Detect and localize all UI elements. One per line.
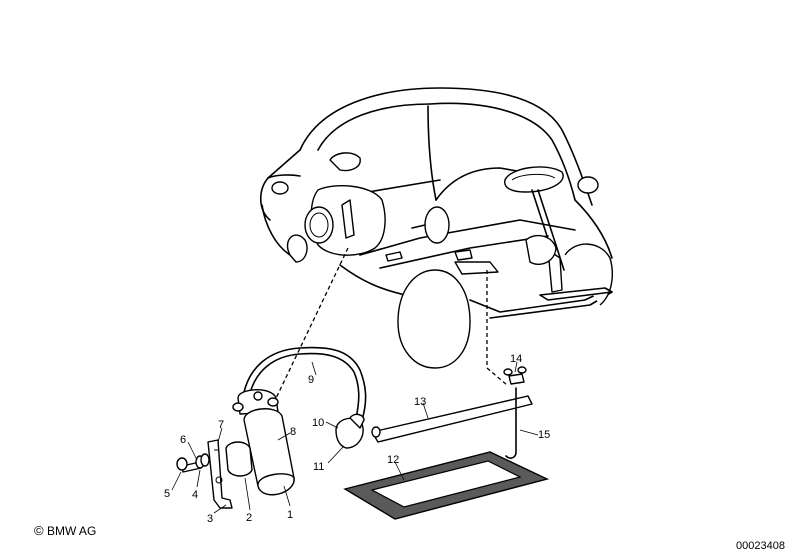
callout-11: 11 (313, 461, 324, 473)
callout-9: 9 (308, 374, 314, 386)
callout-15: 15 (538, 429, 550, 441)
callout-4: 4 (192, 489, 198, 501)
coil-bracket (207, 439, 253, 509)
cover-strip-assembly (371, 366, 533, 459)
ignition-coil (232, 389, 295, 496)
leader-lines (171, 361, 539, 514)
drawing-number: 00023408 (736, 540, 785, 552)
callout-7: 7 (218, 419, 224, 431)
callout-5: 5 (164, 488, 170, 500)
callout-14: 14 (510, 353, 522, 365)
copyright-text: BMW AG (46, 524, 97, 538)
callout-1: 1 (287, 509, 293, 521)
fastener-set (176, 453, 210, 473)
callout-labels: 1 2 3 4 5 6 7 8 9 10 11 12 13 14 15 (164, 353, 550, 525)
callout-3: 3 (207, 513, 213, 525)
callout-6: 6 (180, 434, 186, 446)
callout-12: 12 (387, 454, 399, 466)
callout-10: 10 (312, 417, 324, 429)
callout-8: 8 (290, 426, 296, 438)
callout-13: 13 (414, 396, 426, 408)
rubber-seal (343, 451, 550, 520)
routing-lines (267, 247, 508, 416)
spark-plug-cap (335, 413, 365, 449)
copyright-notice: © BMW AG (34, 523, 96, 538)
callout-2: 2 (246, 512, 252, 524)
vehicle-illustration (259, 87, 613, 369)
ignition-cable (243, 346, 367, 421)
copyright-icon: © (34, 523, 44, 538)
